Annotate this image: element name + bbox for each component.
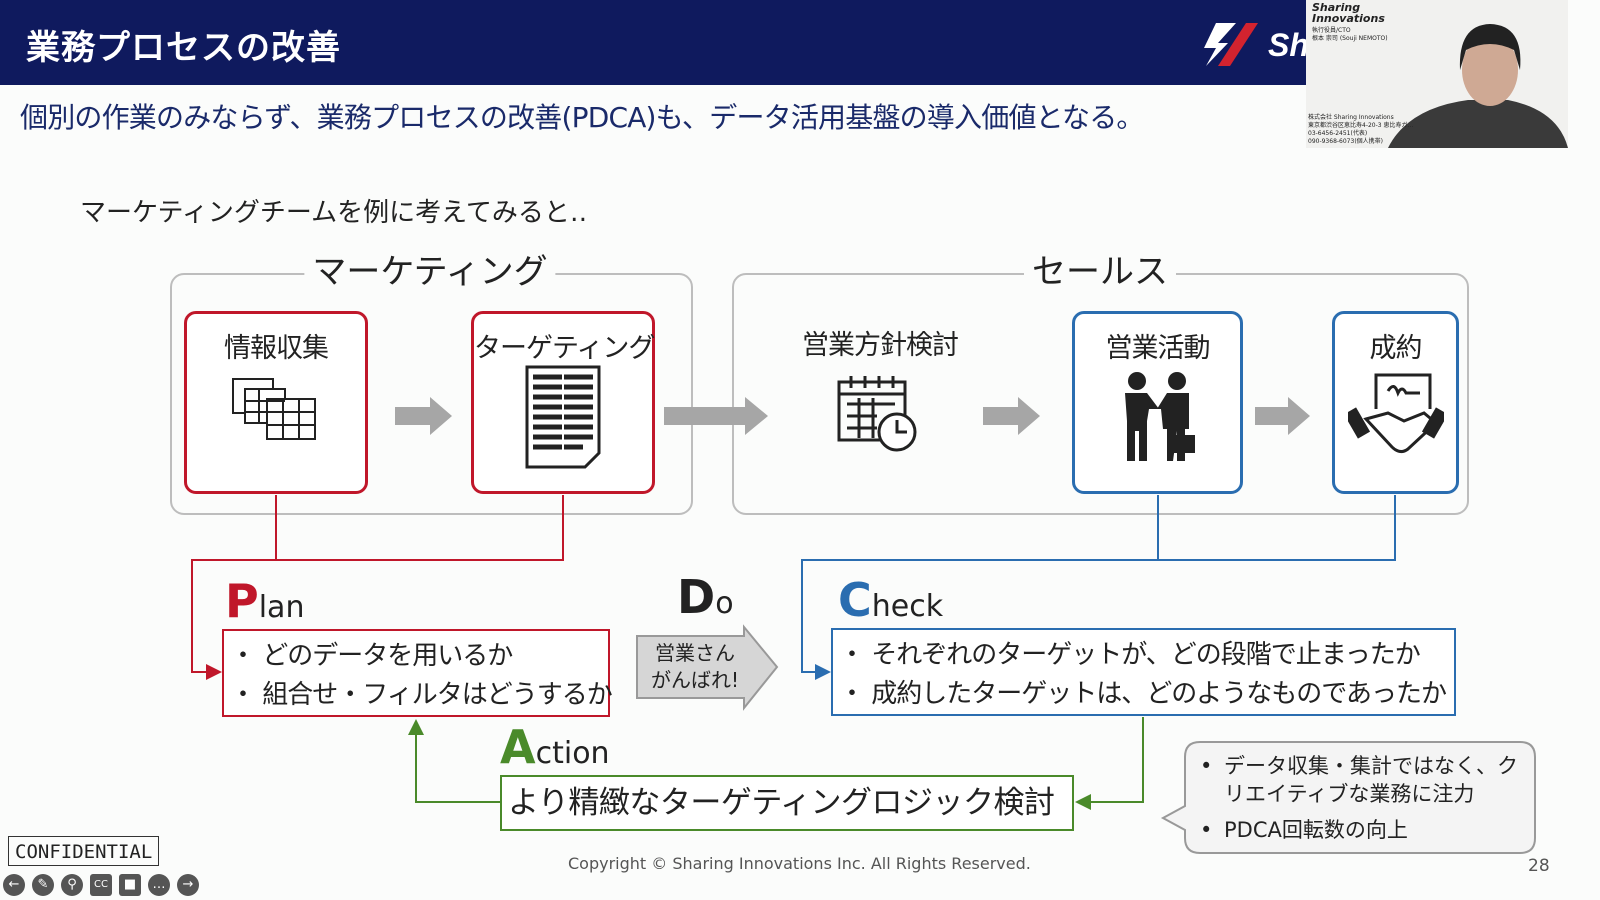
plan-item: ・ 組合せ・フィルタはどうするか [230, 680, 613, 710]
slide-title: 業務プロセスの改善 [26, 28, 341, 68]
document-list-icon [525, 365, 601, 469]
do-label: Do [677, 570, 734, 624]
check-box: ・ それぞれのターゲットが、どの段階で止まったか ・ 成約したターゲットは、どの… [831, 628, 1456, 716]
do-arrow [636, 624, 779, 711]
company-logo: Sh [1198, 18, 1309, 72]
process-arrows [395, 397, 1310, 435]
marketing-group-title: マーケティング [304, 252, 556, 292]
business-people-icon [1124, 372, 1195, 461]
plan-box: ・ どのデータを用いるか ・ 組合せ・フィルタはどうするか [222, 629, 613, 717]
check-item: ・ それぞれのターゲットが、どの段階で止まったか [839, 640, 1421, 670]
webcam-logo: Sharing Innovations [1312, 1, 1385, 25]
do-text: 営業さん がんばれ! [640, 640, 750, 694]
webcam-overlay: Sharing Innovations 執行役員/CTO 根本 崇司 (Souj… [1306, 0, 1568, 148]
action-in-connector [1075, 717, 1144, 810]
plan-label: Plan [225, 574, 305, 628]
check-connector [801, 495, 1396, 672]
camera-icon[interactable]: ■ [119, 874, 141, 896]
confidential-label: CONFIDENTIAL [8, 836, 160, 866]
webcam-address: 東京都渋谷区恵比寿4-20-3 恵比寿ガ… [1308, 122, 1414, 129]
check-label: Check [838, 573, 944, 627]
intro-text: マーケティングチームを例に考えてみると‥ [80, 198, 588, 228]
handshake-contract-icon [1343, 373, 1448, 454]
plan-item: ・ どのデータを用いるか [230, 641, 513, 671]
step-sales-policy: 営業方針検討 [770, 311, 990, 494]
next-slide-icon[interactable]: → [177, 874, 199, 896]
webcam-tel2: 090-9368-6073(個人携帯) [1308, 138, 1384, 145]
arrow-3 [983, 397, 1040, 435]
captions-icon[interactable]: CC [90, 874, 112, 896]
step-targeting: ターゲティング [471, 311, 655, 494]
presentation-controls: ← ✎ ⚲ CC ■ … → [3, 874, 199, 896]
step-label: 営業方針検討 [802, 330, 959, 361]
action-box: より精緻なターゲティングロジック検討 [500, 775, 1074, 831]
previous-slide-icon[interactable]: ← [3, 874, 25, 896]
webcam-tel1: 03-6456-2451(代表) [1308, 130, 1368, 137]
pen-icon[interactable]: ✎ [32, 874, 54, 896]
slide-header [0, 0, 1306, 85]
step-label: ターゲティング [474, 333, 655, 364]
action-label: Action [500, 720, 610, 774]
callout-text: •データ収集・集計ではなく、クリエイティブな業務に注力 •PDCA回転数の向上 [1200, 752, 1520, 844]
arrow-2 [664, 397, 768, 435]
webcam-company: 株式会社 Sharing Innovations [1308, 114, 1394, 121]
webcam-name: 根本 崇司 (Souji NEMOTO) [1312, 35, 1388, 42]
do-line: がんばれ! [650, 668, 740, 692]
zoom-icon[interactable]: ⚲ [61, 874, 83, 896]
svg-text:Sh: Sh [1268, 27, 1306, 63]
callout-bubble [1160, 741, 1536, 854]
copyright: Copyright © Sharing Innovations Inc. All… [568, 854, 1031, 873]
more-options-icon[interactable]: … [148, 874, 170, 896]
step-label: 情報収集 [224, 333, 329, 364]
callout-item: •データ収集・集計ではなく、クリエイティブな業務に注力 [1200, 754, 1518, 806]
step-label: 営業活動 [1105, 333, 1211, 364]
step-info-gathering: 情報収集 [184, 311, 368, 494]
step-contract: 成約 [1332, 311, 1459, 494]
action-out-connector [408, 719, 500, 803]
check-item: ・ 成約したターゲットは、どのようなものであったか [839, 679, 1447, 709]
do-line: 営業さん [655, 641, 735, 665]
sales-group-title: セールス [1024, 252, 1176, 292]
webcam-contact: 株式会社 Sharing Innovations 東京都渋谷区恵比寿4-20-3… [1308, 114, 1414, 146]
step-sales-activity: 営業活動 [1072, 311, 1243, 494]
step-label: 成約 [1369, 333, 1423, 364]
spreadsheet-icon [232, 378, 316, 440]
slide-subtitle: 個別の作業のみならず、業務プロセスの改善(PDCA)も、データ活用基盤の導入価値… [20, 101, 1144, 134]
webcam-role: 執行役員/CTO [1312, 27, 1351, 34]
page-number: 28 [1528, 856, 1550, 876]
callout-item: •PDCA回転数の向上 [1200, 818, 1408, 842]
arrow-1 [395, 397, 452, 435]
plan-connector [191, 495, 564, 672]
presenter-video [1388, 24, 1568, 148]
calendar-clock-icon [837, 376, 917, 452]
arrow-4 [1255, 397, 1310, 435]
logo-slash-icon: Sh [1204, 23, 1309, 66]
